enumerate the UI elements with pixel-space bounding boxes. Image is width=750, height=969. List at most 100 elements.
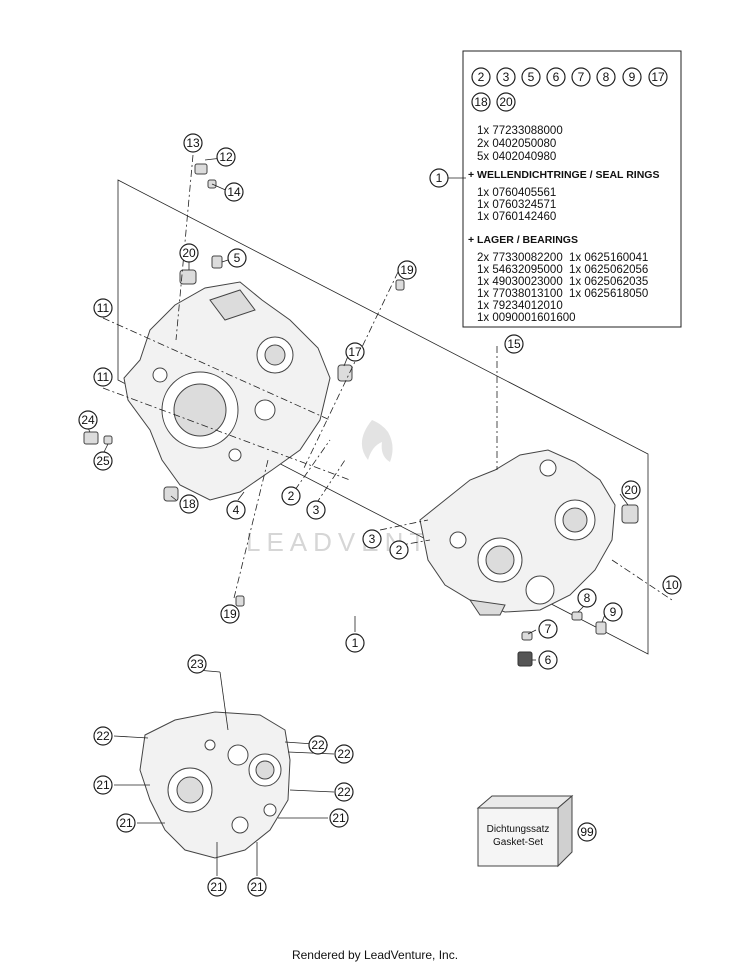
callout-5[interactable]: 5 (227, 248, 247, 268)
svg-text:1x 0625160041: 1x 0625160041 (569, 252, 648, 264)
kit-part-0: 1x 77233088000 (477, 125, 563, 137)
svg-text:3: 3 (369, 532, 376, 546)
svg-text:22: 22 (337, 785, 351, 799)
svg-text:1x 0625062035: 1x 0625062035 (569, 276, 648, 288)
callout-18[interactable]: 18 (179, 494, 199, 514)
svg-text:11: 11 (97, 370, 110, 384)
svg-text:14: 14 (227, 185, 241, 199)
callout-3-right[interactable]: 3 (362, 529, 382, 549)
svg-text:17: 17 (651, 70, 665, 84)
callout-15[interactable]: 15 (504, 334, 524, 354)
kit-part-2: 5x 0402040980 (477, 151, 556, 163)
callout-21-left-2[interactable]: 21 (116, 813, 136, 833)
svg-text:19: 19 (400, 263, 414, 277)
svg-text:20: 20 (624, 483, 638, 497)
svg-text:1x 0625062056: 1x 0625062056 (569, 264, 648, 276)
svg-text:2: 2 (396, 543, 403, 557)
callout-22-left[interactable]: 22 (93, 726, 113, 746)
svg-text:17: 17 (348, 345, 362, 359)
callout-4[interactable]: 4 (226, 500, 246, 520)
svg-text:1x 54632095000: 1x 54632095000 (477, 264, 563, 276)
callout-21-bottom-1[interactable]: 21 (207, 877, 227, 897)
svg-text:18: 18 (474, 95, 488, 109)
svg-text:1x 0090001601600: 1x 0090001601600 (477, 312, 576, 324)
gasket-set-label-de: Dichtungssatz (487, 824, 550, 835)
seal-parts-list: 1x 0760405561 1x 0760324571 1x 076014246… (477, 187, 556, 223)
svg-text:10: 10 (665, 578, 679, 592)
kit-parts-list: 1x 77233088000 2x 0402050080 5x 04020409… (477, 125, 563, 163)
kit-ref-row-2: 18 20 (471, 92, 516, 112)
callout-14[interactable]: 14 (224, 182, 244, 202)
callout-2-left[interactable]: 2 (281, 486, 301, 506)
callout-11-mid[interactable]: 11 (93, 367, 113, 387)
callout-1-main[interactable]: 1 (345, 633, 365, 653)
svg-text:15: 15 (507, 337, 521, 351)
callout-17[interactable]: 17 (345, 342, 365, 362)
callout-22-right-1[interactable]: 22 (308, 735, 328, 755)
gasket-set: Dichtungssatz Gasket-Set (476, 794, 574, 868)
crankcase-group-outline (117, 179, 649, 655)
callout-23[interactable]: 23 (187, 654, 207, 674)
svg-text:25: 25 (96, 454, 110, 468)
callout-9[interactable]: 9 (603, 602, 623, 622)
callout-7[interactable]: 7 (538, 619, 558, 639)
svg-text:21: 21 (96, 778, 110, 792)
svg-text:19: 19 (223, 607, 237, 621)
svg-text:7: 7 (578, 70, 585, 84)
svg-text:99: 99 (580, 825, 594, 839)
svg-text:23: 23 (190, 657, 204, 671)
kit-part-1: 2x 0402050080 (477, 138, 556, 150)
callout-22-right-2[interactable]: 22 (334, 744, 354, 764)
callout-19-bottom[interactable]: 19 (220, 604, 240, 624)
svg-text:8: 8 (584, 591, 591, 605)
svg-text:22: 22 (96, 729, 110, 743)
svg-text:1x 0760324571: 1x 0760324571 (477, 199, 556, 211)
callout-25[interactable]: 25 (93, 451, 113, 471)
callout-21-right[interactable]: 21 (329, 808, 349, 828)
svg-text:1x 79234012010: 1x 79234012010 (477, 300, 563, 312)
svg-text:1: 1 (436, 171, 443, 185)
callouts[interactable]: 13 12 14 20 5 19 11 15 17 11 24 25 20 2 … (78, 133, 682, 897)
svg-text:13: 13 (186, 136, 200, 150)
kit-box: 2 3 5 6 7 8 9 17 18 20 1x 77233088000 2x… (462, 50, 682, 328)
callout-22-right-3[interactable]: 22 (334, 782, 354, 802)
callout-99[interactable]: 99 (577, 822, 597, 842)
callout-1-kit[interactable]: 1 (429, 168, 449, 188)
bearing-parts-right: 1x 0625160041 1x 0625062056 1x 062506203… (569, 252, 648, 300)
svg-text:21: 21 (250, 880, 264, 894)
callout-21-bottom-2[interactable]: 21 (247, 877, 267, 897)
svg-text:1x 0625618050: 1x 0625618050 (569, 288, 648, 300)
callout-24[interactable]: 24 (78, 410, 98, 430)
callout-20-left[interactable]: 20 (179, 243, 199, 263)
svg-text:20: 20 (182, 246, 196, 260)
crankcase-left-half (123, 281, 331, 501)
svg-text:7: 7 (545, 622, 552, 636)
callout-3-left[interactable]: 3 (306, 500, 326, 520)
kit-ref-row-1: 2 3 5 6 7 8 9 17 (471, 67, 668, 87)
svg-text:2: 2 (478, 70, 485, 84)
callout-2-right[interactable]: 2 (389, 540, 409, 560)
svg-text:1x 49030023000: 1x 49030023000 (477, 276, 563, 288)
callout-6[interactable]: 6 (538, 650, 558, 670)
svg-text:20: 20 (499, 95, 513, 109)
callout-8[interactable]: 8 (577, 588, 597, 608)
svg-text:4: 4 (233, 503, 240, 517)
svg-text:5: 5 (234, 251, 241, 265)
svg-text:1x 77038013100: 1x 77038013100 (477, 288, 563, 300)
svg-text:6: 6 (545, 653, 552, 667)
svg-text:2: 2 (288, 489, 295, 503)
seal-rings-heading: + WELLENDICHTRINGE / SEAL RINGS (468, 169, 659, 181)
svg-text:21: 21 (332, 811, 346, 825)
callout-20-right[interactable]: 20 (621, 480, 641, 500)
callout-11-top[interactable]: 11 (93, 298, 113, 318)
callout-13[interactable]: 13 (183, 133, 203, 153)
svg-text:1: 1 (352, 636, 359, 650)
svg-text:1x 0760405561: 1x 0760405561 (477, 187, 556, 199)
svg-text:11: 11 (97, 301, 110, 315)
svg-text:1x 0760142460: 1x 0760142460 (477, 211, 556, 223)
callout-10[interactable]: 10 (662, 575, 682, 595)
callout-19-top[interactable]: 19 (397, 260, 417, 280)
callout-21-left-1[interactable]: 21 (93, 775, 113, 795)
callout-12[interactable]: 12 (216, 147, 236, 167)
